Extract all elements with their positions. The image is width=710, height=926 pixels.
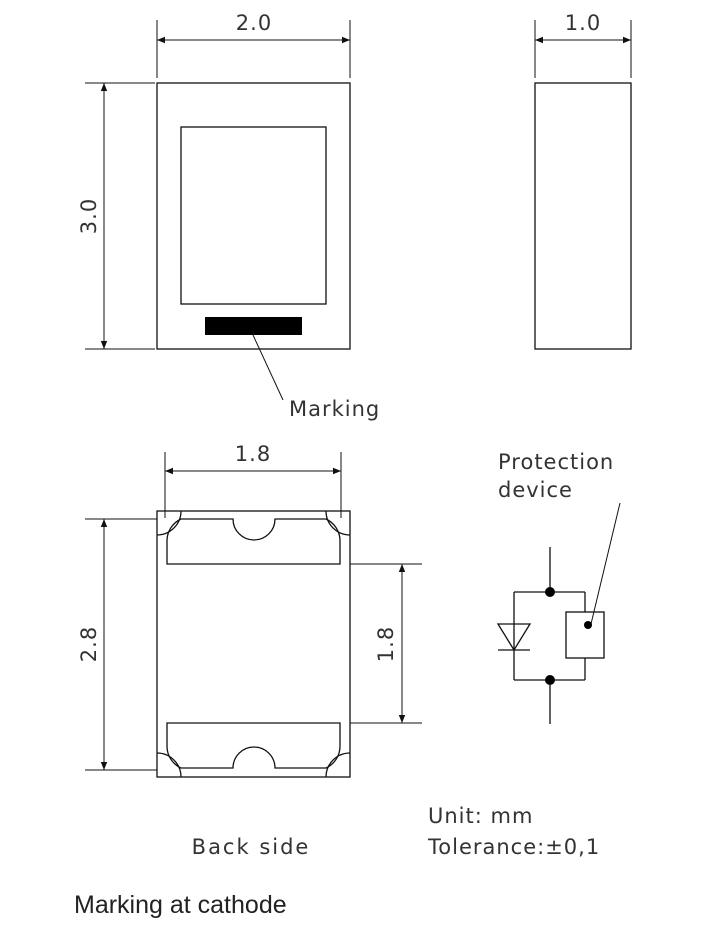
protection-label-line2: device <box>498 478 573 502</box>
circuit-schematic: Protection device <box>496 450 621 724</box>
package-body-side <box>534 82 632 350</box>
package-body-back <box>156 510 351 778</box>
junction-dot <box>545 587 555 597</box>
protection-label-line1: Protection <box>498 450 614 474</box>
emitter-window <box>180 126 327 305</box>
pad-spacing-label: 1.8 <box>374 626 398 662</box>
marking-leader-line <box>252 334 284 401</box>
marking-label: Marking <box>289 397 380 421</box>
protection-device-dot <box>584 621 592 629</box>
tolerance-note: Tolerance:±0,1 <box>427 835 600 859</box>
back-width-label: 1.8 <box>235 442 271 466</box>
cathode-marking-bar <box>205 317 302 335</box>
junction-dot <box>545 675 555 685</box>
corner-castellation <box>325 510 351 536</box>
corner-castellation <box>156 510 182 536</box>
back-height-label: 2.8 <box>77 626 101 662</box>
top-height-label: 3.0 <box>77 198 101 234</box>
cathode-pad <box>166 722 341 769</box>
top-view: 2.0 3.0 Marking <box>77 11 380 421</box>
caption-text: Marking at cathode <box>74 891 287 919</box>
side-view: 1.0 <box>534 11 632 350</box>
protection-device-box <box>565 611 605 659</box>
top-width-label: 2.0 <box>236 11 272 35</box>
corner-castellation <box>156 752 182 778</box>
corner-castellation <box>325 752 351 778</box>
back-side-label: Back side <box>192 835 311 859</box>
unit-note: Unit: mm <box>428 804 533 828</box>
protection-leader-line <box>590 502 621 625</box>
diode-icon <box>496 623 532 652</box>
anode-pad <box>166 518 341 565</box>
package-body-top <box>156 82 351 350</box>
back-view: 1.8 2.8 1.8 Back side <box>77 442 422 859</box>
side-thickness-label: 1.0 <box>565 11 601 35</box>
